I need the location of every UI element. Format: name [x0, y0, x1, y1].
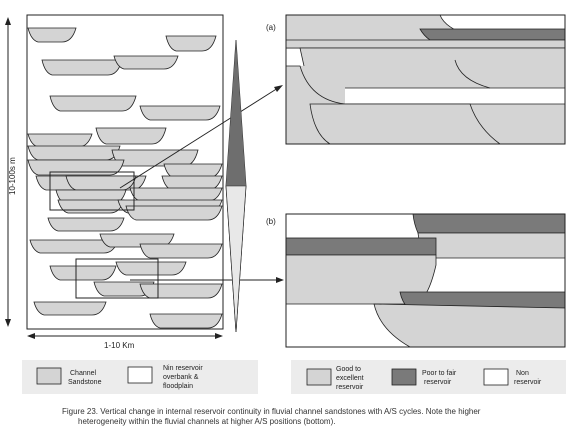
channel-lens — [165, 35, 217, 52]
legend-non-swatch — [483, 368, 509, 386]
legend-nonres-label-2: overbank & — [163, 374, 199, 381]
horizontal-scale-arrow-left — [27, 333, 35, 339]
zoom-box-upper — [49, 171, 135, 211]
legend-channel-label-1: Channel — [70, 370, 97, 377]
figure-caption: Figure 23. Vertical change in internal r… — [62, 407, 567, 427]
horizontal-scale-arrow-right — [215, 333, 223, 339]
channel-lens — [139, 283, 223, 299]
legend-right-bg — [291, 360, 566, 394]
channel-lens — [47, 217, 125, 232]
caption-line-2: heterogeneity within the fluvial channel… — [78, 417, 336, 426]
channel-lens — [27, 159, 125, 176]
as-spindle-upper — [226, 40, 246, 186]
channel-lens — [125, 205, 223, 221]
legend-channel-swatch — [36, 367, 62, 385]
arrow-to-panel-a — [119, 87, 279, 189]
legend-poor-label-2: reservoir — [424, 379, 452, 386]
channel-lens — [27, 145, 121, 161]
legend-good-swatch — [306, 368, 332, 386]
channel-lens — [129, 187, 223, 202]
channel-lens — [139, 105, 221, 121]
channel-lens — [41, 59, 123, 76]
panel-a-label: (a) — [266, 23, 276, 32]
legend-good-label-3: reservoir — [336, 384, 364, 391]
channel-lenses — [27, 27, 223, 329]
vertical-scale-arrow-bottom — [5, 319, 11, 327]
legend-nonres-swatch — [127, 366, 153, 384]
legend-channel-label-2: Sandstone — [68, 379, 102, 386]
legend-non-label-2: reservoir — [514, 379, 542, 386]
legend-good-label-1: Good to — [336, 366, 361, 373]
channel-lens — [57, 199, 125, 214]
channel-lens — [149, 313, 223, 329]
vertical-scale-label: 10-100s m — [8, 157, 17, 195]
arrow-head-a — [274, 85, 283, 92]
channel-lens — [49, 95, 137, 112]
panel-a — [285, 14, 566, 145]
legend-nonres-label-1: Nin reservoir — [163, 365, 203, 372]
channel-lens — [95, 127, 167, 145]
channel-lens — [65, 175, 137, 191]
channel-lens — [139, 243, 223, 259]
panel-b — [285, 213, 566, 348]
as-spindle-lower — [225, 185, 247, 333]
horizontal-scale-label: 1-10 Km — [104, 341, 135, 350]
legend-poor-swatch — [391, 368, 417, 386]
channel-lens — [27, 133, 93, 148]
legend-good-label-2: excellent — [336, 375, 364, 382]
channel-lens — [27, 27, 77, 43]
channel-lens — [113, 55, 179, 70]
channel-lens — [33, 301, 107, 316]
caption-line-1: Figure 23. Vertical change in internal r… — [62, 407, 481, 416]
legend-nonres-label-3: floodplain — [163, 383, 193, 390]
arrow-head-b — [276, 277, 284, 283]
legend-non-label-1: Non — [516, 370, 529, 377]
vertical-scale-arrow-top — [5, 17, 11, 25]
panel-b-label: (b) — [266, 217, 276, 226]
channel-lens — [115, 261, 187, 276]
legend-poor-label-1: Poor to fair — [422, 370, 457, 377]
channel-lens — [49, 265, 117, 281]
zoom-box-lower — [75, 258, 159, 299]
